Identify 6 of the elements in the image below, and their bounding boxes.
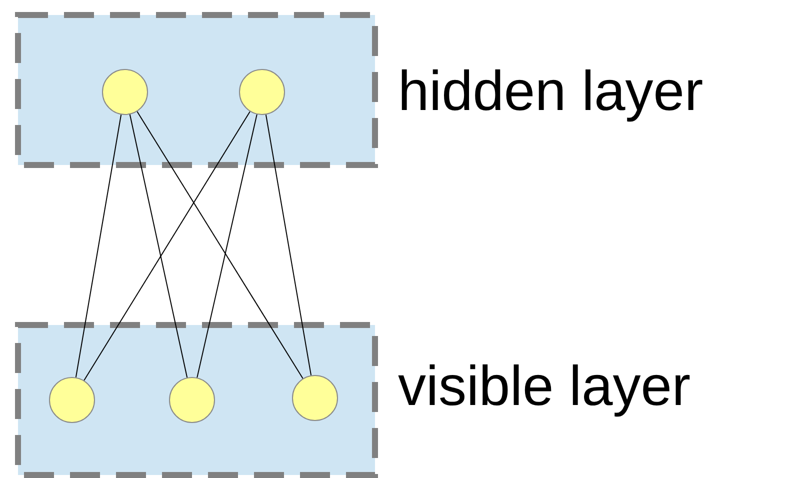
connection-line (265, 114, 312, 376)
connection-line (84, 111, 250, 381)
connection-line (129, 114, 188, 378)
connection-line (196, 114, 258, 378)
connection-line (136, 111, 304, 379)
connection-line (75, 114, 122, 378)
